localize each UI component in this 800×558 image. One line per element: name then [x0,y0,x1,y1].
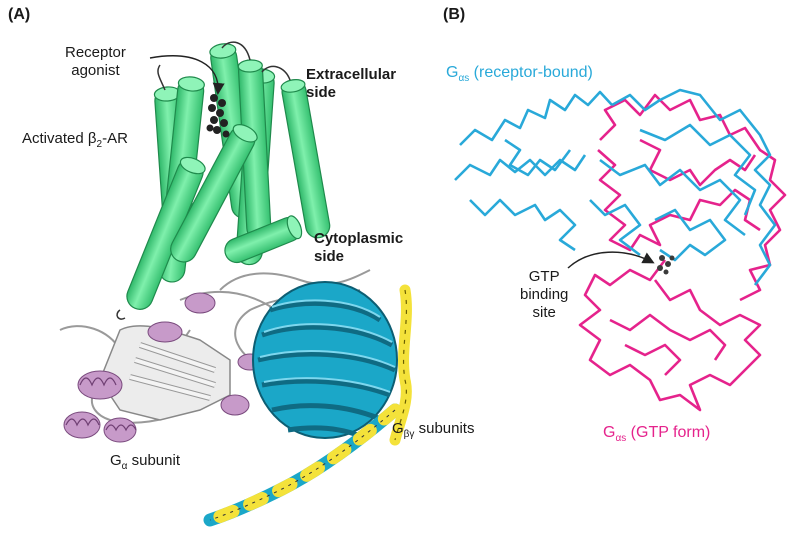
gtp-form-suffix: (GTP form) [626,424,711,441]
gtp-form-subscript: αs [615,433,627,444]
panel-a-label: (A) [8,6,31,23]
gtp-line-1: GTP [528,268,560,285]
receptor-agonist-molecule [206,94,230,138]
cytoplasmic-side-label: Cytoplasmic side [314,230,403,266]
beta-symbol: β [87,130,97,147]
gtp-line-3: site [532,304,556,321]
g-beta-gamma-g: G [392,420,404,437]
g-beta-gamma-subunits-label: Gβγ subunits [392,420,474,440]
magenta-gtp-form-trace [578,93,787,412]
beta-subscript: 2 [96,139,103,150]
extracellular-side-label: Extracellular side [306,66,396,102]
gtp-form-g: G [603,424,616,441]
receptor-bound-label: Gαs (receptor-bound) [446,64,593,84]
gtp-binding-site-label: GTP binding site [520,268,568,322]
activated-prefix: Activated [22,130,88,147]
receptor-bound-suffix: (receptor-bound) [469,64,593,81]
cytoplasmic-line-2: side [314,248,345,265]
extracellular-line-1: Extracellular [306,66,397,83]
g-alpha-suffix: subunit [127,452,180,469]
cyan-receptor-bound-trace [454,88,777,286]
gtp-arrow [567,251,655,269]
g-alpha-g: G [110,452,122,469]
g-beta-gamma-subscript: βγ [403,429,415,440]
activated-beta2-ar-label: Activated β2-AR [22,130,128,150]
receptor-bound-g: G [446,64,459,81]
gtp-line-2: binding [520,286,569,303]
extracellular-line-2: side [306,84,337,101]
gtp-molecule [657,255,675,275]
receptor-agonist-line-1: Receptor [65,44,126,61]
agonist-arrow [149,55,225,95]
receptor-bound-subscript: αs [458,73,470,84]
g-alpha-subunit [63,292,263,443]
activated-suffix: -AR [102,130,128,147]
gtp-form-label: Gαs (GTP form) [603,424,710,444]
activated-beta2-ar-helices [126,43,331,310]
g-beta-gamma-subunits [203,281,412,527]
g-alpha-subunit-label: Gα subunit [110,452,180,472]
cytoplasmic-line-1: Cytoplasmic [314,230,404,247]
receptor-loops [116,41,291,320]
receptor-agonist-label: Receptor agonist [65,44,126,80]
g-alpha-subscript: α [121,461,128,472]
g-beta-gamma-suffix: subunits [414,420,475,437]
panel-b-label: (B) [443,6,466,23]
receptor-agonist-line-2: agonist [71,62,120,79]
